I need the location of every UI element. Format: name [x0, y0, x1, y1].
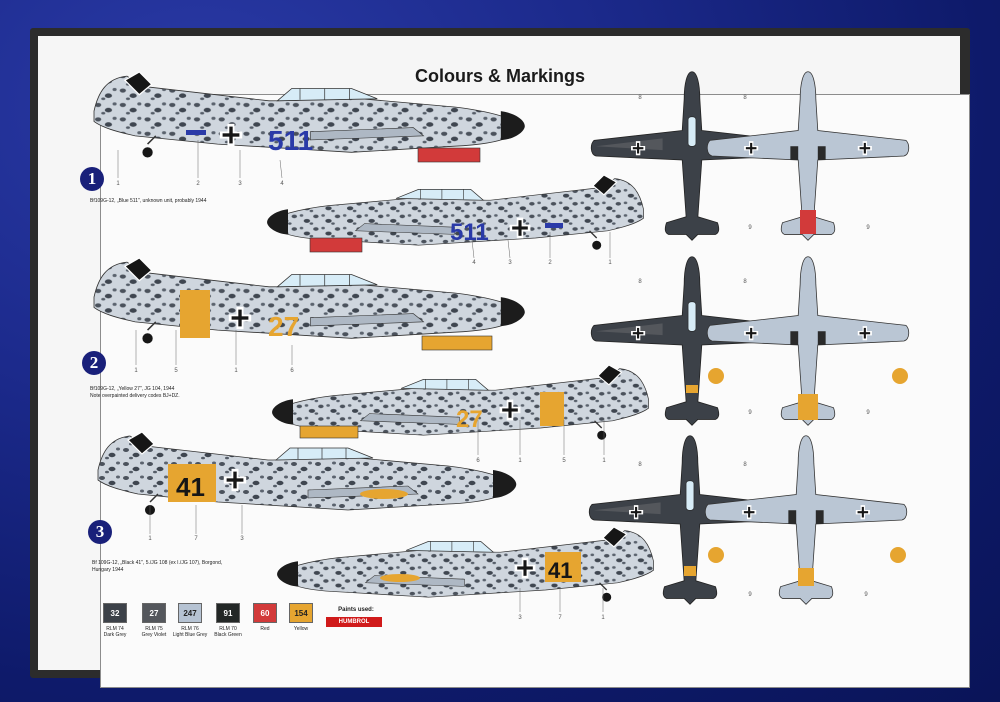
- callout-number: 1: [518, 458, 522, 464]
- paint-desc: Black Green: [214, 632, 242, 638]
- scheme-1-profile-left: 511: [93, 71, 526, 163]
- callout-number: 1: [601, 615, 605, 621]
- paints-used-label: Paints used:: [338, 607, 374, 613]
- scheme-3-badge: 3: [88, 520, 112, 544]
- scheme-3-code-left: 41: [176, 472, 205, 502]
- paint-name: RLM 76: [181, 626, 199, 632]
- callout-number: 1: [116, 181, 120, 187]
- scheme-2-top-view: [591, 257, 792, 426]
- callout-number: 3: [240, 536, 244, 542]
- callout-number: 8: [638, 279, 642, 285]
- paint-swatch: 60: [253, 603, 277, 623]
- callout-number: 8: [743, 95, 747, 101]
- callout-number: 9: [748, 225, 752, 231]
- scheme-3-profile-left: 41: [97, 431, 518, 516]
- paint-number: 91: [223, 609, 233, 618]
- paint-swatch: 32: [103, 603, 127, 623]
- scheme-1-profile-right: 511: [267, 175, 643, 253]
- paint-number: 32: [110, 609, 120, 618]
- callout-number: 1: [608, 260, 612, 266]
- scheme-2-profile-right: 27: [272, 365, 648, 440]
- callout-number: 9: [866, 225, 870, 231]
- callout-number: 7: [558, 615, 562, 621]
- paint-name: RLM 70: [219, 626, 237, 632]
- paint-label: Yellow: [281, 626, 321, 632]
- scheme-1-bottom-view: [707, 72, 908, 241]
- callout-number: 5: [562, 458, 566, 464]
- callout-number: 4: [472, 260, 476, 266]
- callout-number: 8: [743, 462, 747, 468]
- scheme-3-caption-line1: Bf 109G-12, „Black 41", 5./JG 108 (ex I.…: [92, 560, 223, 566]
- callout-number: 8: [743, 279, 747, 285]
- paint-number: 154: [294, 609, 308, 618]
- callout-number: 4: [280, 181, 284, 187]
- paint-swatch: 154: [289, 603, 313, 623]
- scheme-2-badge: 2: [82, 351, 106, 375]
- paint-name: RLM 74: [106, 626, 124, 632]
- callout-number: 1: [234, 368, 238, 374]
- paint-swatch: 247: [178, 603, 202, 623]
- paint-number: 247: [183, 609, 197, 618]
- paint-desc: Grey Violet: [141, 632, 167, 638]
- scheme-3-profile-right: 41: [277, 527, 653, 602]
- callout-number: 1: [134, 368, 138, 374]
- callout-number: 3: [238, 181, 242, 187]
- scheme-2-caption-line1: Bf109G-12, „Yellow 27", JG 104, 1944: [90, 386, 175, 392]
- callout-number: 8: [638, 95, 642, 101]
- callout-number: 9: [748, 410, 752, 416]
- callout-number: 7: [194, 536, 198, 542]
- scheme-1-code-right: 511: [450, 219, 489, 246]
- scheme-2-profile-left: 27: [93, 257, 526, 351]
- scheme-1-caption: Bf109G-12, „Blue 511", unknown unit, pro…: [90, 198, 330, 205]
- callout-number: 6: [290, 368, 294, 374]
- paint-name: RLM 75: [145, 626, 163, 632]
- callout-number: 3: [518, 615, 522, 621]
- paint-swatch: 91: [216, 603, 240, 623]
- scheme-1-code-left: 511: [268, 125, 313, 156]
- scheme-2-code-right: 27: [456, 406, 483, 433]
- callout-numbers: 1 2 3 4 4 3 2 1 1 5 1 6 6 1 5 1 1 7 3 3 7 1 8 8 9 9 8 8 9 9 8 8…: [116, 95, 870, 621]
- callout-number: 9: [748, 592, 752, 598]
- callout-number: 5: [174, 368, 178, 374]
- scheme-1-caption-line1: Bf109G-12, „Blue 511", unknown unit, pro…: [90, 198, 207, 204]
- scheme-3-code-right: 41: [548, 558, 572, 583]
- paint-desc: Red: [260, 626, 270, 632]
- callout-number: 1: [602, 458, 606, 464]
- page-title: Colours & Markings: [414, 66, 586, 86]
- paint-number: 60: [260, 609, 270, 618]
- scheme-2-code-left: 27: [268, 311, 299, 342]
- scheme-3-top-view: [589, 436, 790, 605]
- scheme-2-bottom-view: [707, 257, 908, 426]
- callout-number: 9: [866, 410, 870, 416]
- scheme-3-caption: Bf 109G-12, „Black 41", 5./JG 108 (ex I.…: [92, 560, 322, 574]
- callout-number: 6: [476, 458, 480, 464]
- callout-number: 8: [638, 462, 642, 468]
- callout-number: 9: [864, 592, 868, 598]
- scheme-2-caption-line2: Note overpainted delivery codes BJ+DZ.: [90, 393, 180, 399]
- paint-number: 27: [149, 609, 159, 618]
- callout-lines: [117, 140, 611, 612]
- scheme-1-badge: 1: [80, 167, 104, 191]
- callout-number: 2: [548, 260, 552, 266]
- scheme-2-caption: Bf109G-12, „Yellow 27", JG 104, 1944 Not…: [90, 386, 330, 400]
- callout-number: 3: [508, 260, 512, 266]
- paint-label: Red: [245, 626, 285, 632]
- paint-desc: Dark Grey: [103, 632, 127, 638]
- scheme-3-caption-line2: Hungary 1944: [92, 567, 124, 573]
- paint-swatch: 27: [142, 603, 166, 623]
- paint-desc: Yellow: [293, 626, 309, 632]
- paint-desc: Light Blue Grey: [172, 632, 208, 638]
- brand-logo: HUMBROL: [326, 617, 382, 627]
- callout-number: 2: [196, 181, 200, 187]
- scheme-3-bottom-view: [705, 436, 906, 605]
- callout-number: 1: [148, 536, 152, 542]
